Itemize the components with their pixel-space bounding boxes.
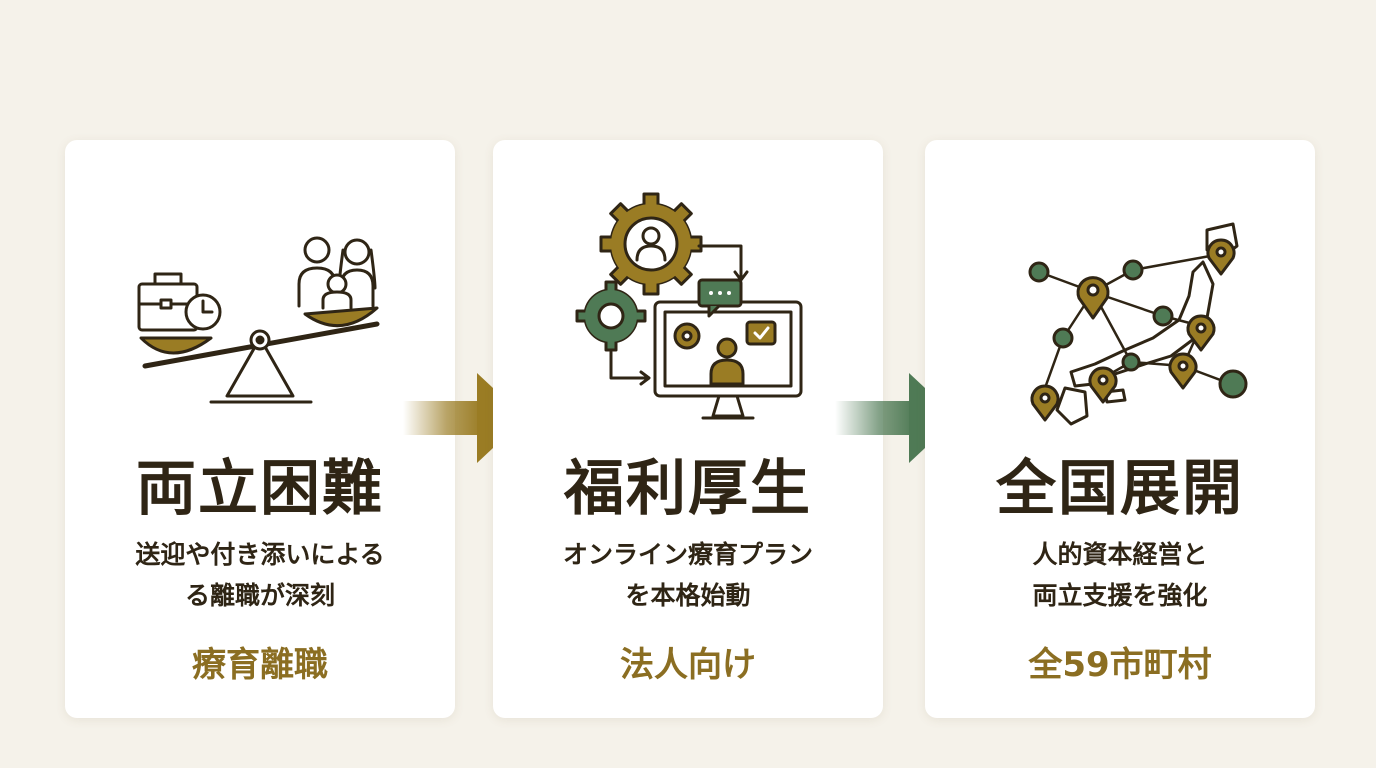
map-network-icon (975, 188, 1265, 428)
step-description: 送迎や付き添いによる る離職が深刻 (85, 534, 435, 616)
step-description: 人的資本経営と 両立支援を強化 (945, 534, 1295, 616)
step-description-line: を本格始動 (625, 581, 751, 610)
step-description-line: 送迎や付き添いによる (135, 540, 385, 569)
scale-balance-icon (115, 188, 405, 428)
step-tag: 療育離職 (192, 645, 328, 685)
step-tag: 法人向け (620, 645, 756, 685)
step-title: 全国展開 (996, 454, 1244, 524)
step-description-line: オンライン療育プラン (562, 540, 813, 569)
step-card-3: 全国展開 人的資本経営と 両立支援を強化 全59市町村 (925, 140, 1315, 718)
step-description-line: 人的資本経営と (1032, 540, 1208, 569)
step-card-1: 両立困難 送迎や付き添いによる る離職が深刻 療育離職 (65, 140, 455, 718)
gear-monitor-icon (543, 188, 833, 428)
step-title: 両立困難 (136, 454, 384, 524)
step-card-2: 福利厚生 オンライン療育プラン を本格始動 法人向け (493, 140, 883, 718)
step-description-line: 両立支援を強化 (1032, 581, 1208, 610)
step-tag: 全59市町村 (1028, 645, 1212, 685)
step-title: 福利厚生 (564, 454, 812, 524)
step-description: オンライン療育プラン を本格始動 (513, 534, 863, 616)
step-description-line: る離職が深刻 (184, 581, 335, 610)
